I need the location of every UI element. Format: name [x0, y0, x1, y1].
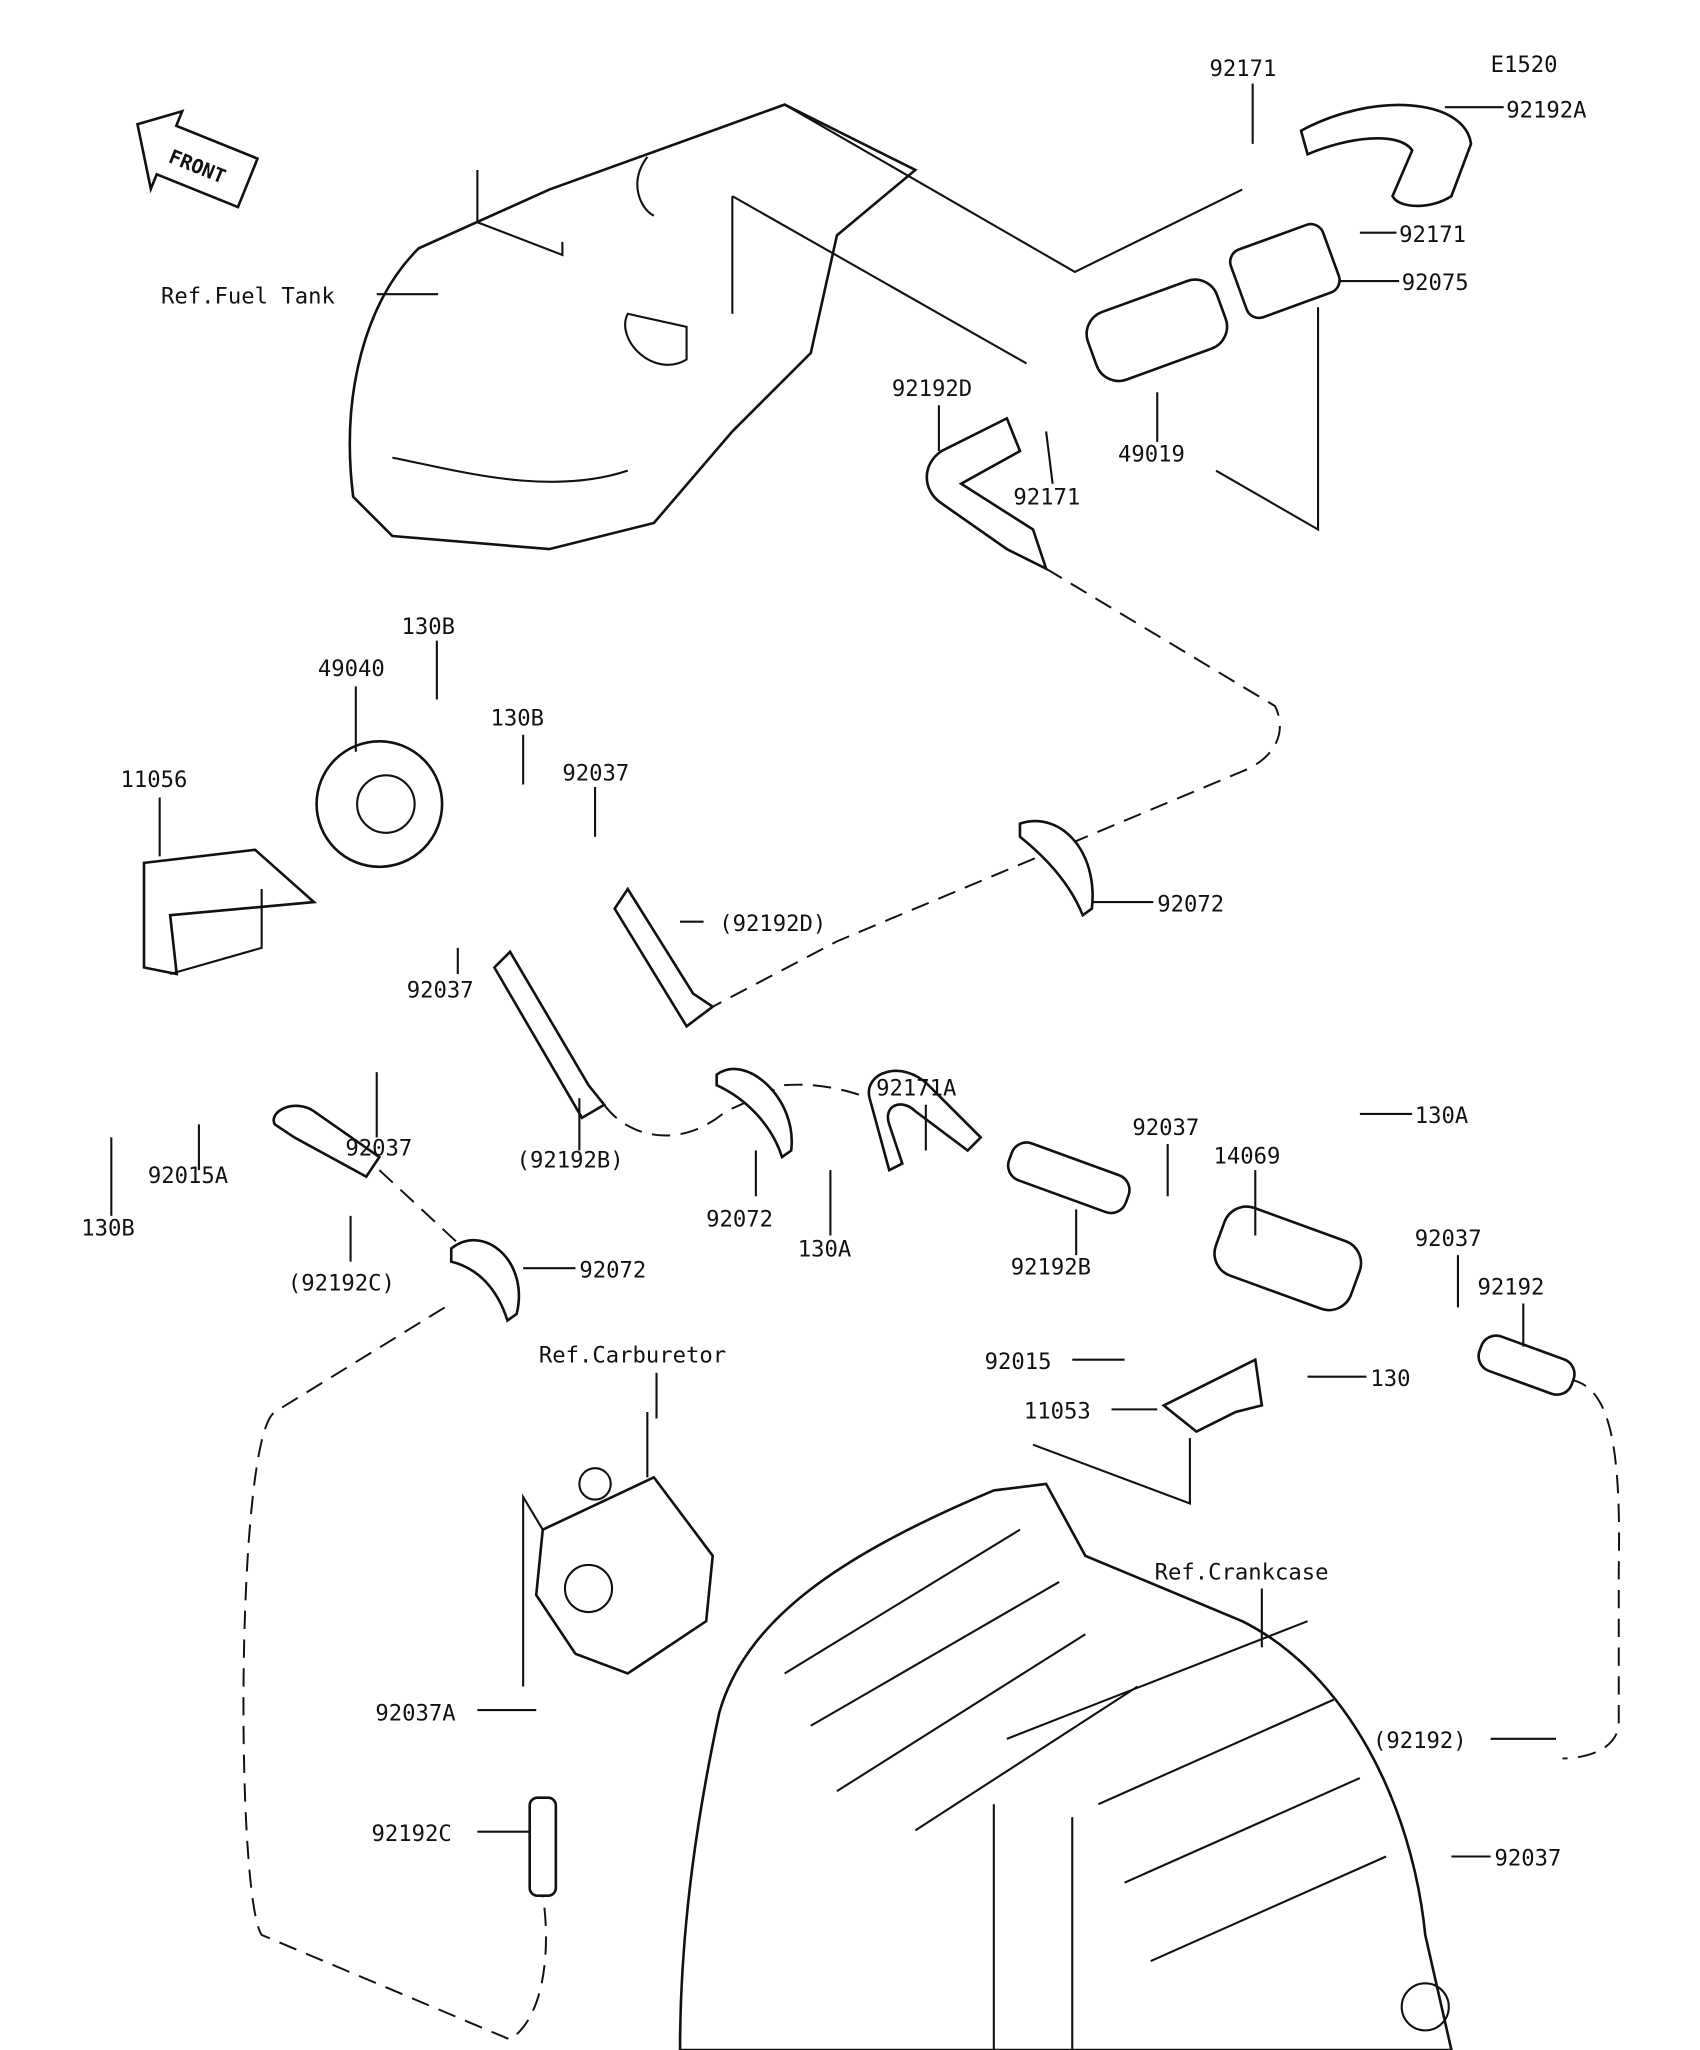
label-130B: 130B: [81, 1215, 135, 1241]
label-92037: 92037: [1415, 1226, 1482, 1252]
label-130: 130: [1370, 1366, 1410, 1392]
label-92192A: 92192A: [1506, 98, 1586, 124]
fuel-filter-49019: [1085, 278, 1229, 383]
label-92072: 92072: [579, 1257, 646, 1283]
label-92171: 92171: [1210, 56, 1277, 82]
label-11056: 11056: [120, 767, 187, 793]
label-14069: 14069: [1213, 1144, 1280, 1170]
fuel-pump-49040: [315, 739, 444, 869]
hose-92192A: [1299, 103, 1473, 208]
front-arrow-icon: FRONT: [135, 109, 260, 209]
label-92192: 92192: [1478, 1274, 1545, 1300]
label-92171A: 92171A: [876, 1076, 956, 1102]
label-49040: 49040: [318, 656, 385, 682]
label-92192D: 92192D: [892, 376, 972, 402]
fuel-tank: [348, 103, 918, 551]
label-92037: 92037: [1132, 1115, 1199, 1141]
hose-92192D: [925, 416, 1049, 572]
label-92072: 92072: [706, 1206, 773, 1232]
label-92192-ref: (92192): [1373, 1728, 1467, 1754]
label-92192C: 92192C: [371, 1821, 451, 1847]
label-92192B-ref: (92192B): [517, 1148, 624, 1174]
label-130A: 130A: [1415, 1103, 1469, 1129]
ref-carburetor: Ref.Carburetor: [539, 1342, 726, 1368]
crankcase: [678, 1482, 1453, 2050]
label-130B: 130B: [490, 706, 544, 732]
label-130A: 130A: [798, 1236, 852, 1262]
label-92037: 92037: [407, 978, 474, 1004]
label-92075: 92075: [1402, 270, 1469, 296]
bracket-11053: [1161, 1357, 1264, 1434]
label-92037: 92037: [562, 761, 629, 787]
label-92171: 92171: [1013, 485, 1080, 511]
ref-fuel-tank: Ref.Fuel Tank: [161, 283, 336, 309]
label-49019: 49019: [1118, 442, 1185, 468]
label-92015: 92015: [985, 1349, 1052, 1375]
bracket-11056: [142, 848, 318, 976]
hose-92192B: [1006, 1141, 1131, 1215]
filter-holder-92075: [1228, 222, 1341, 320]
carburetor: [522, 1411, 715, 1687]
label-11053: 11053: [1024, 1399, 1091, 1425]
label-92192D-ref: (92192D): [719, 911, 826, 937]
label-92015A: 92015A: [148, 1163, 228, 1189]
label-92192B: 92192B: [1011, 1255, 1091, 1281]
hose-92192C: [528, 1796, 558, 1898]
fuel-filter-14069: [1213, 1205, 1363, 1312]
label-92037: 92037: [345, 1136, 412, 1162]
label-92171: 92171: [1399, 222, 1466, 248]
label-130B: 130B: [402, 614, 456, 640]
label-92072: 92072: [1157, 891, 1224, 917]
label-92192C-ref: (92192C): [288, 1270, 395, 1296]
label-92037A: 92037A: [375, 1701, 455, 1727]
label-92037: 92037: [1495, 1846, 1562, 1872]
hose-92192: [1477, 1334, 1576, 1397]
ref-crankcase: Ref.Crankcase: [1155, 1559, 1329, 1585]
diagram-code: E1520: [1491, 52, 1558, 78]
